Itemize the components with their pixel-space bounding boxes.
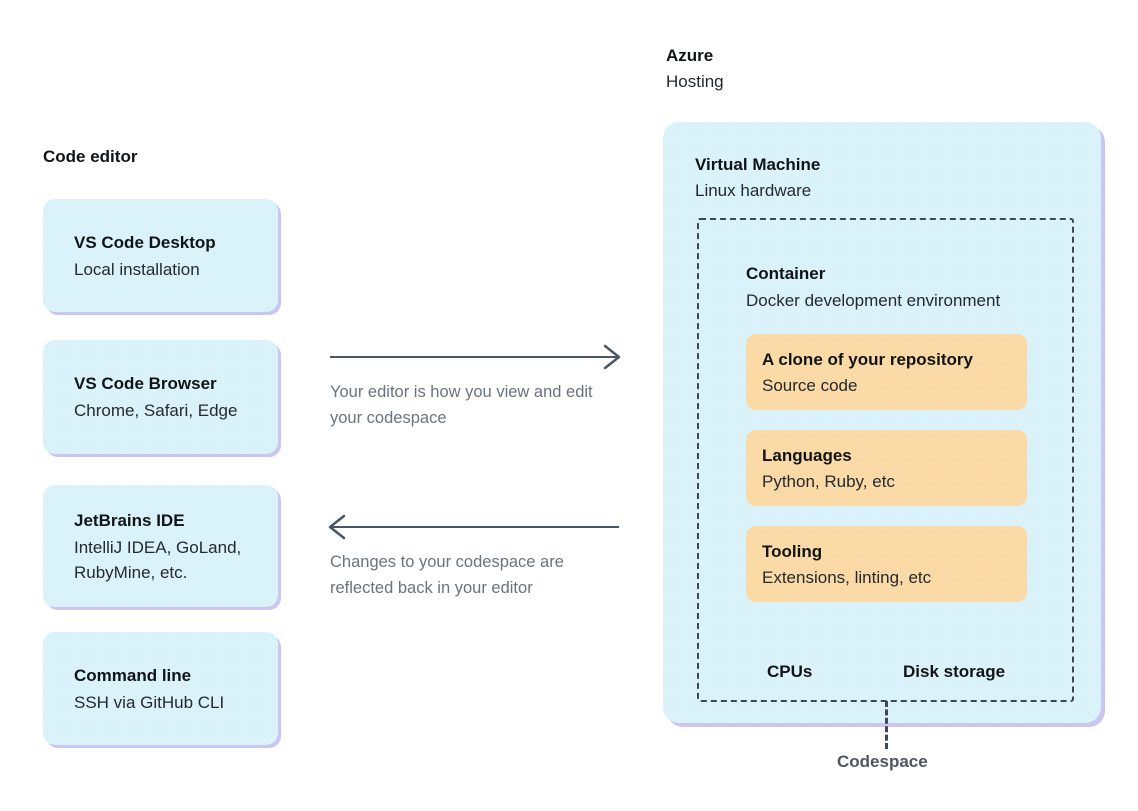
card-subtitle: Source code (762, 375, 858, 395)
card-title: VS Code Desktop (74, 232, 216, 252)
card-subtitle: IntelliJ IDEA, GoLand, RubyMine, etc. (74, 537, 242, 582)
editor-card-jetbrains-ide: JetBrains IDE IntelliJ IDEA, GoLand, Rub… (43, 485, 278, 607)
codespace-label: Codespace (837, 752, 928, 771)
vm-subtitle: Linux hardware (695, 181, 812, 200)
vm-title: Virtual Machine (695, 155, 821, 174)
resource-label-cpus: CPUs (767, 662, 813, 681)
provider-subtitle: Hosting (666, 72, 724, 91)
codespace-connector-line (885, 701, 888, 749)
editor-card-vscode-desktop: VS Code Desktop Local installation (43, 199, 278, 312)
container-item-languages: Languages Python, Ruby, etc (746, 430, 1027, 506)
editor-card-vscode-browser: VS Code Browser Chrome, Safari, Edge (43, 340, 278, 454)
container-subtitle: Docker development environment (746, 291, 1001, 310)
resource-label-disk-storage: Disk storage (903, 662, 1006, 681)
arrow-right-icon (330, 344, 621, 370)
azure-label: Azure Hosting (666, 44, 724, 94)
arrow-left-icon (328, 514, 619, 540)
card-title: JetBrains IDE (74, 510, 185, 530)
card-title: A clone of your repository (762, 349, 973, 369)
virtual-machine-box: Virtual Machine Linux hardware Container… (663, 122, 1101, 723)
card-subtitle: Extensions, linting, etc (762, 567, 932, 587)
card-title: Tooling (762, 541, 823, 561)
card-title: Languages (762, 445, 852, 465)
provider-name: Azure (666, 46, 714, 65)
from-codespace-caption: Changes to your codespace are reflected … (330, 553, 564, 597)
card-subtitle: SSH via GitHub CLI (74, 692, 225, 712)
card-title: Command line (74, 665, 192, 685)
card-subtitle: Python, Ruby, etc (762, 471, 895, 491)
code-editor-heading: Code editor (43, 147, 138, 166)
to-codespace-caption: Your editor is how you view and edit you… (330, 383, 593, 427)
container-dashed-box: Container Docker development environment… (697, 218, 1074, 702)
card-title: VS Code Browser (74, 374, 217, 393)
editor-card-command-line: Command line SSH via GitHub CLI (43, 632, 278, 745)
card-subtitle: Local installation (74, 259, 200, 279)
card-subtitle: Chrome, Safari, Edge (74, 401, 238, 420)
container-item-repository: A clone of your repository Source code (746, 334, 1027, 410)
container-item-tooling: Tooling Extensions, linting, etc (746, 526, 1027, 602)
container-title: Container (746, 264, 826, 283)
